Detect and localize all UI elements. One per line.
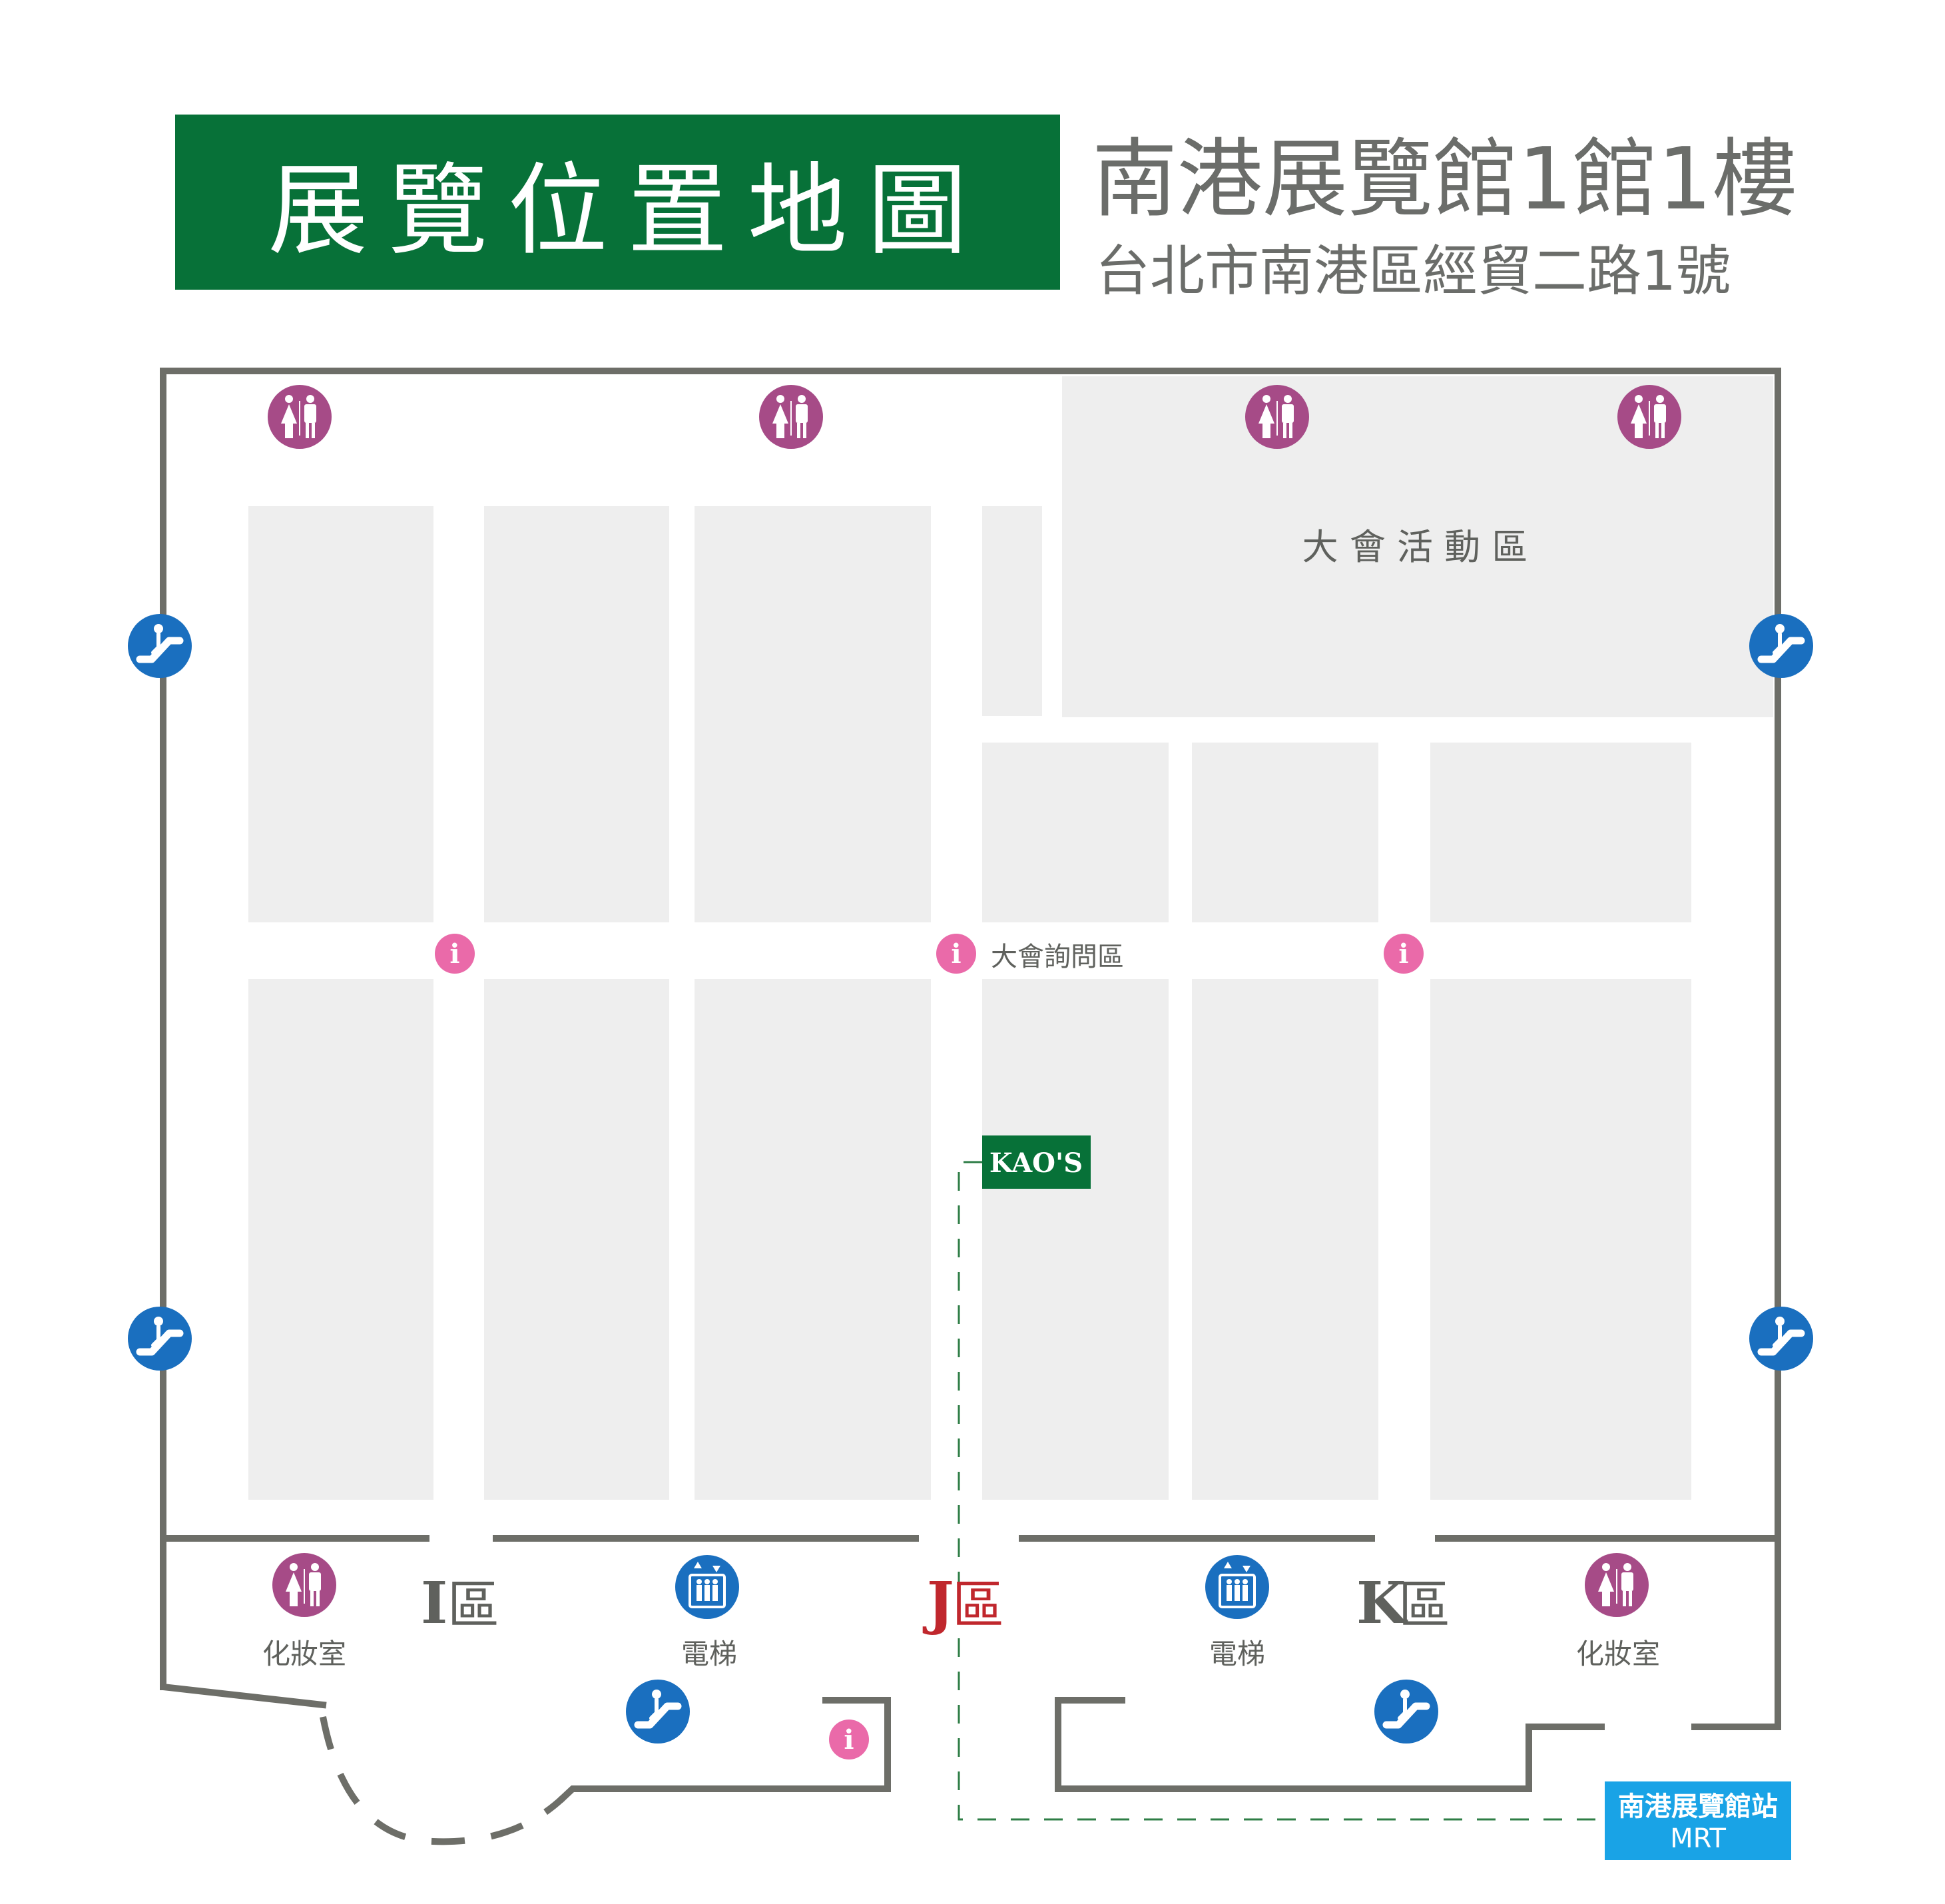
zone-k-letter: K	[1356, 1570, 1408, 1637]
mrt-station[interactable]: 南港展覽館站 MRT	[1605, 1781, 1791, 1860]
info-icon	[829, 1720, 869, 1759]
booth-block	[982, 979, 1169, 1500]
booth-block	[484, 979, 669, 1500]
zone-j-suffix: 區	[952, 1576, 1004, 1636]
booth-block	[1192, 743, 1378, 922]
escalator-icon	[1749, 1307, 1813, 1371]
title-banner: 展覽位置地圖	[175, 115, 1060, 290]
booth-blocks	[248, 506, 1691, 1500]
booth-block	[1430, 979, 1691, 1500]
venue-name: 南港展覽館1館1樓	[1092, 130, 1797, 229]
booth-block	[248, 506, 433, 922]
kaos-booth-label: KAO'S	[989, 1147, 1083, 1179]
zone-j-letter: J	[922, 1570, 954, 1637]
zone-i-suffix: 區	[447, 1576, 499, 1636]
escalator-icon	[1749, 614, 1813, 678]
info-desk-label: 大會詢問區	[991, 942, 1124, 972]
zone-k-suffix: 區	[1398, 1576, 1450, 1636]
restroom-left-label: 化妝室	[262, 1638, 346, 1670]
restroom-right-label: 化妝室	[1576, 1638, 1660, 1670]
escalator-icon	[128, 614, 192, 678]
restroom-icon	[1585, 1553, 1649, 1617]
booth-block	[248, 979, 433, 1500]
restroom-icon	[1617, 385, 1681, 449]
elevator-left-label: 電梯	[681, 1638, 737, 1670]
event-area-label: 大 會 活 動 區	[1302, 526, 1528, 568]
escalator-icon	[626, 1680, 690, 1744]
escalator-icon	[128, 1307, 192, 1371]
hall-walls	[160, 368, 1781, 1845]
restroom-icon	[272, 1553, 336, 1617]
booth-block	[982, 506, 1042, 716]
zone-i-letter: I	[421, 1570, 447, 1637]
route-to-mrt	[958, 1161, 1605, 1821]
page-title: 展覽位置地圖	[268, 153, 987, 269]
booth-block	[1430, 743, 1691, 922]
mrt-line-label: MRT	[1670, 1823, 1726, 1854]
elevator-icon	[1204, 1554, 1270, 1620]
escalator-icon	[1374, 1680, 1438, 1744]
info-icon	[936, 934, 976, 974]
kaos-booth-marker[interactable]: KAO'S	[982, 1135, 1091, 1189]
booth-block	[1192, 979, 1378, 1500]
booth-block	[484, 506, 669, 922]
elevator-icon	[674, 1554, 740, 1620]
venue-address: 台北市南港區經貿二路1號	[1095, 240, 1731, 303]
booth-block	[695, 506, 931, 922]
restroom-icon	[759, 385, 823, 449]
booth-block	[982, 743, 1169, 922]
mrt-station-name: 南港展覽館站	[1618, 1791, 1778, 1822]
elevator-right-label: 電梯	[1209, 1638, 1265, 1670]
info-icon	[1384, 934, 1424, 974]
restroom-icon	[268, 385, 332, 449]
info-icon	[435, 934, 475, 974]
restroom-icon	[1245, 385, 1309, 449]
booth-block	[695, 979, 931, 1500]
